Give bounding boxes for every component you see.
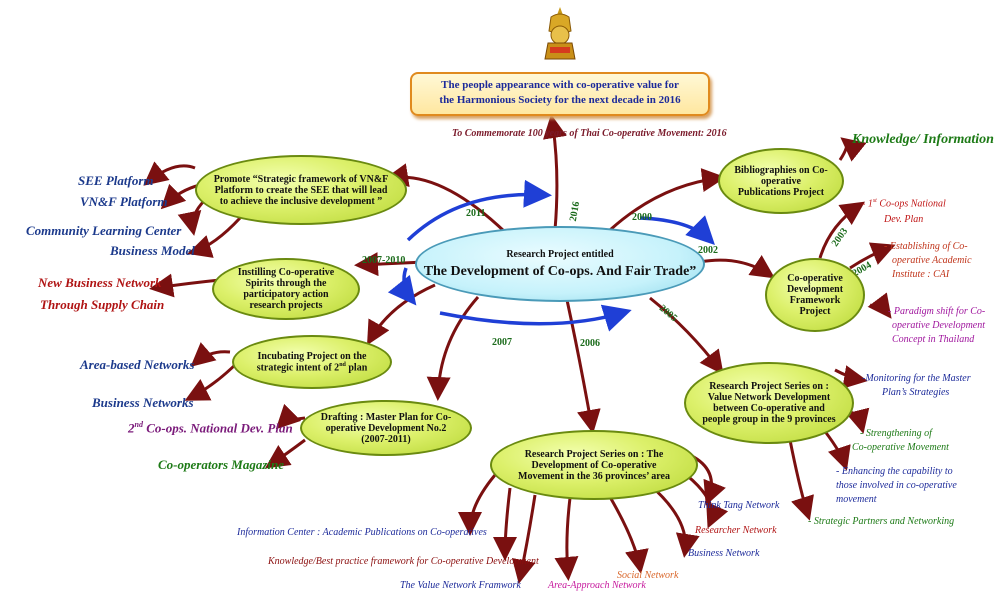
out-business-model: Business Model [110, 243, 195, 258]
out-knowledge-best-practice: Knowledge/Best practice framework for Co… [268, 556, 539, 567]
out-paradigm-line1: - Paradigm shift for Co- [888, 306, 986, 317]
node-promote-text: Promote “Strategic framework of VN&F Pla… [213, 173, 389, 207]
node-instilling: Instilling Co-operative Spirits through … [212, 258, 360, 320]
out-information-center: Information Center : Academic Publicatio… [237, 527, 487, 538]
out-monitoring-line1: -Monitoring for the Master [862, 373, 971, 384]
node-incubating-text: Incubating Project on the strategic inte… [256, 350, 368, 374]
out-1st-national-plan: - 1st Co-ops National [862, 198, 946, 210]
year-2000: 2000 [632, 212, 652, 223]
year-2007: 2007 [492, 337, 512, 348]
vision-banner: The people appearance with co-operative … [410, 72, 710, 116]
emblem-logo [544, 7, 576, 60]
center-line-1: Research Project entitled [506, 248, 614, 260]
out-value-network-framework: The Value Network Framwork [400, 580, 521, 591]
out-vnf-platform: VN&F Platform [80, 194, 168, 209]
node-drafting-text: Drafting : Master Plan for Co-operative … [320, 411, 452, 445]
out-see-platform: SEE Platform [78, 173, 154, 188]
node-series-36-text: Research Project Series on : The Develop… [518, 448, 670, 482]
center-line-2: The Development of Co-ops. And Fair Trad… [423, 263, 697, 279]
out-cai-line2: operative Academic [892, 255, 972, 266]
out-cai-line3: Institute : CAI [892, 269, 950, 280]
center-research-project: Research Project entitled The Developmen… [415, 226, 705, 302]
node-series-36: Research Project Series on : The Develop… [490, 430, 698, 500]
out-paradigm-line2: operative Development [892, 320, 986, 331]
node-incubating: Incubating Project on the strategic inte… [232, 335, 392, 389]
year-2002: 2002 [698, 245, 718, 256]
out-strategic-partners: - Strategic Partners and Networking [808, 516, 955, 527]
node-series-9: Research Project Series on : Value Netwo… [684, 362, 854, 444]
out-strengthening-line2: Co-operative Movement [852, 442, 949, 453]
node-instilling-text: Instilling Co-operative Spirits through … [237, 267, 335, 311]
out-cai-line1: - Establishing of Co- [884, 241, 968, 252]
out-business-networks: Business Networks [92, 395, 194, 410]
node-framework: Co-operative Development Framework Proje… [765, 258, 865, 332]
out-enhancing-line3: movement [836, 494, 877, 505]
out-researcher-network: Researcher Network [695, 525, 777, 536]
out-knowledge-information: Knowledge/ Information [852, 132, 994, 147]
node-framework-text: Co-operative Development Framework Proje… [786, 273, 844, 317]
node-biblio: Bibliographies on Co-operative Publicati… [718, 148, 844, 214]
vision-line-2: the Harmonious Society for the next deca… [439, 93, 681, 106]
out-strengthening-line1: - Strengthening of [860, 428, 932, 439]
vision-line-1: The people appearance with co-operative … [441, 79, 679, 91]
out-through-supply-chain: Through Supply Chain [40, 297, 165, 312]
out-paradigm-line3: Concept in Thailand [892, 334, 975, 345]
year-2006: 2006 [580, 338, 600, 349]
out-cooperators-magazine: Co-operators Magazine [158, 457, 285, 472]
out-area-based-networks: Area-based Networks [80, 357, 195, 372]
out-social-network: Social Network [617, 570, 679, 581]
out-enhancing-line1: - Enhancing the capability to [836, 466, 953, 477]
out-1st-national-plan-line2: Dev. Plan [884, 214, 924, 225]
node-series-9-text: Research Project Series on : Value Netwo… [702, 381, 836, 425]
out-new-business-network: New Business Network [38, 275, 162, 290]
out-think-tang-network: Think Tang Network [698, 500, 780, 511]
year-2007-2010: 2007-2010 [362, 255, 406, 266]
out-area-approach-network: Area-Approach Network [548, 580, 646, 591]
out-community-learning-center: Community Learning Center [26, 223, 182, 238]
node-biblio-text: Bibliographies on Co-operative Publicati… [734, 164, 828, 198]
commemorate-text: To Commemorate 100 years of Thai Co-oper… [452, 128, 727, 139]
out-monitoring-line2: Plan’s Strategies [882, 387, 950, 398]
node-drafting: Drafting : Master Plan for Co-operative … [300, 400, 472, 456]
out-business-network: Business Network [688, 548, 760, 559]
node-promote: Promote “Strategic framework of VN&F Pla… [195, 155, 407, 225]
out-enhancing-line2: those involved in co-operative [836, 480, 957, 491]
year-2011: 2011 [466, 208, 486, 219]
out-2nd-national-plan: 2nd Co-ops. National Dev. Plan [128, 420, 293, 436]
